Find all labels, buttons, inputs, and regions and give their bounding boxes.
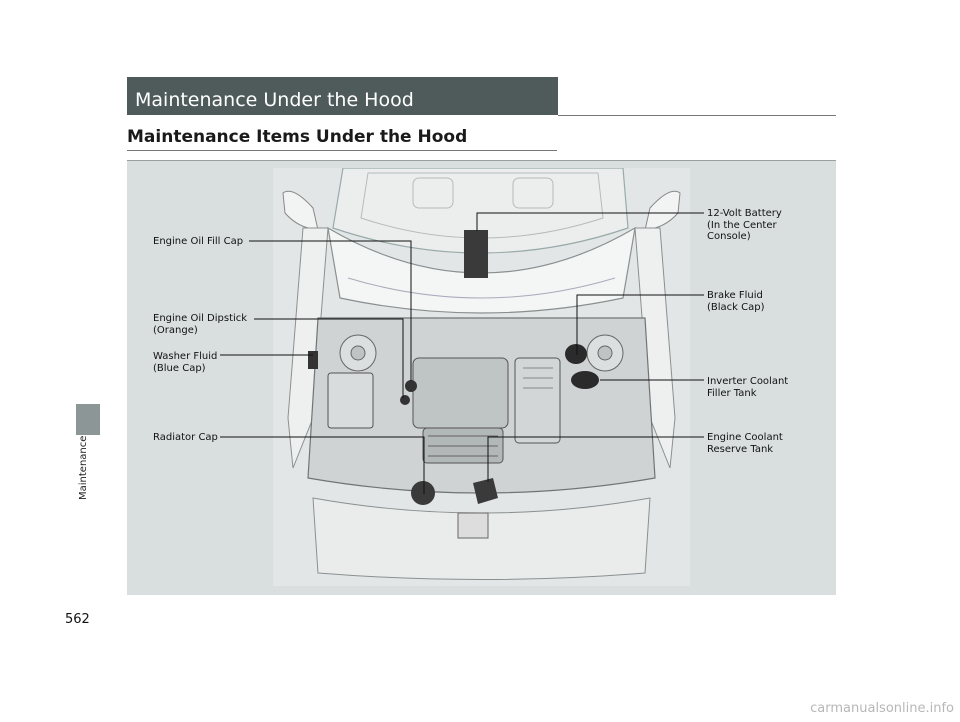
label-brake-fluid: Brake Fluid (Black Cap) xyxy=(707,290,765,313)
chapter-tab xyxy=(76,404,100,435)
label-12v-battery: 12-Volt Battery (In the Center Console) xyxy=(707,208,782,242)
section-title: Maintenance Under the Hood xyxy=(127,77,558,115)
label-radiator-cap: Radiator Cap xyxy=(153,432,218,443)
subheading-rule xyxy=(127,150,557,151)
label-engine-oil-fill-cap: Engine Oil Fill Cap xyxy=(153,236,244,247)
engine-bay-illustration xyxy=(273,168,690,586)
page-number: 562 xyxy=(65,612,90,627)
label-washer-fluid: Washer Fluid (Blue Cap) xyxy=(153,351,218,374)
label-engine-oil-dipstick: Engine Oil Dipstick (Orange) xyxy=(153,313,248,336)
chapter-label: Maintenance xyxy=(78,435,89,500)
label-engine-coolant: Engine Coolant Reserve Tank xyxy=(707,432,783,455)
label-inverter-coolant: Inverter Coolant Filler Tank xyxy=(707,376,789,399)
watermark[interactable]: carmanualsonline.info xyxy=(810,701,954,716)
section-rule xyxy=(558,115,836,116)
subheading: Maintenance Items Under the Hood xyxy=(127,127,468,147)
